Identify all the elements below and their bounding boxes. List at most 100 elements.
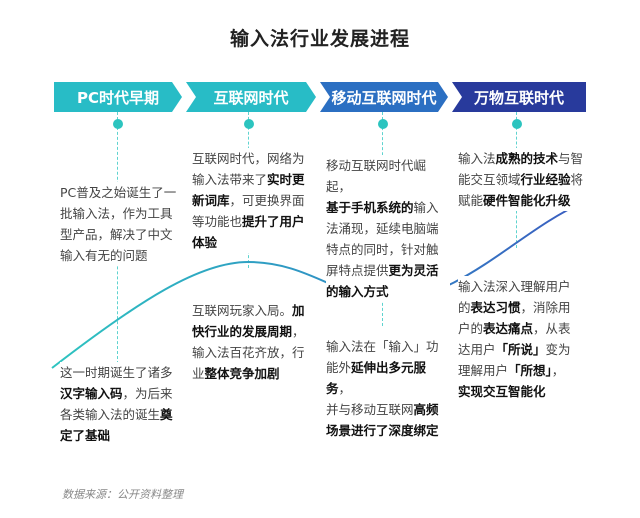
emphasis-text: 奠 bbox=[160, 407, 173, 422]
text-line: PC普及之始诞生了一 bbox=[60, 182, 186, 203]
internet-bottom-text: 互联网玩家入局。加快行业的发展周期，输入法百花齐放，行业整体竞争加剧 bbox=[192, 300, 318, 384]
emphasis-text: 体验 bbox=[192, 235, 218, 250]
text-line: 输入法百花齐放，行 bbox=[192, 342, 318, 363]
body-text: ， bbox=[551, 363, 565, 378]
body-text: ， bbox=[338, 381, 352, 396]
text-line: 能外延伸出多元服务， bbox=[326, 357, 450, 399]
text-line: 特点的同时，针对触 bbox=[326, 239, 450, 260]
body-text: ，可更换界面 bbox=[229, 193, 305, 208]
body-text: 型产品，解决了中文 bbox=[60, 227, 173, 242]
emphasis-text: 加 bbox=[292, 303, 305, 318]
text-line: 输入法深入理解用户 bbox=[458, 276, 588, 297]
era-band-internet: 互联网时代 bbox=[186, 82, 316, 112]
text-line: 业整体竞争加剧 bbox=[192, 363, 318, 384]
body-text: 变为 bbox=[545, 342, 571, 357]
body-text: 并与移动互联网 bbox=[326, 402, 414, 417]
emphasis-text: 表达痛点 bbox=[483, 321, 534, 336]
emphasis-text: 「所说」 bbox=[495, 342, 546, 357]
body-text: 理解用户 bbox=[458, 363, 509, 378]
emphasis-text: 场景进行了深度绑定 bbox=[326, 423, 439, 438]
emphasis-text: 提升了用户 bbox=[242, 214, 305, 229]
text-line: 基于手机系统的输入 bbox=[326, 197, 450, 218]
text-line: 互联网时代，网络为 bbox=[192, 148, 318, 169]
era-dot-mobile bbox=[378, 119, 388, 129]
emphasis-text: 实现交互智能化 bbox=[458, 384, 546, 399]
emphasis-text: 汉字输入码 bbox=[60, 386, 123, 401]
text-line: 实现交互智能化 bbox=[458, 381, 588, 402]
body-text: 输入法深入理解用户 bbox=[458, 279, 571, 294]
body-text: 屏特点提供 bbox=[326, 263, 389, 278]
text-line: 体验 bbox=[192, 232, 318, 253]
era-dot-internet bbox=[244, 119, 254, 129]
era-band-pc: PC时代早期 bbox=[54, 82, 182, 112]
text-line: 新词库，可更换界面 bbox=[192, 190, 318, 211]
text-line: 汉字输入码，为后来 bbox=[60, 383, 186, 404]
body-text: 输入法 bbox=[458, 151, 496, 166]
iot-bottom-text: 输入法深入理解用户的表达习惯，消除用户的表达痛点，从表达用户「所说」变为理解用户… bbox=[458, 276, 588, 402]
internet-top-text: 互联网时代，网络为输入法带来了实时更新词库，可更换界面等功能也提升了用户体验 bbox=[192, 148, 318, 253]
era-label-internet: 互联网时代 bbox=[213, 88, 289, 107]
text-line: 能交互领域行业经验将 bbox=[458, 169, 588, 190]
emphasis-text: 整体竞争加剧 bbox=[204, 366, 280, 381]
era-band-iot: 万物互联时代 bbox=[452, 82, 586, 112]
body-text: 等功能也 bbox=[192, 214, 243, 229]
text-line: 输入有无的问题 bbox=[60, 245, 186, 266]
era-dot-pc bbox=[113, 119, 123, 129]
body-text: 各类输入法的诞生 bbox=[60, 407, 161, 422]
body-text: ，从表 bbox=[533, 321, 571, 336]
text-line: 等功能也提升了用户 bbox=[192, 211, 318, 232]
era-label-iot: 万物互联时代 bbox=[473, 88, 564, 107]
body-text: 户的 bbox=[458, 321, 484, 336]
body-text: 批输入法，作为工具 bbox=[60, 206, 173, 221]
emphasis-text: 定了基础 bbox=[60, 428, 111, 443]
body-text: 这一时期诞生了诸多 bbox=[60, 365, 173, 380]
text-line: 并与移动互联网高频 bbox=[326, 399, 450, 420]
text-line: 的输入方式 bbox=[326, 281, 450, 302]
text-line: 这一时期诞生了诸多 bbox=[60, 362, 186, 383]
emphasis-text: 行业经验 bbox=[520, 172, 571, 187]
emphasis-text: 成熟的技术 bbox=[495, 151, 559, 166]
text-line: 移动互联网时代崛起， bbox=[326, 155, 450, 197]
text-line: 各类输入法的诞生奠 bbox=[60, 404, 186, 425]
era-band-mobile: 移动互联网时代 bbox=[320, 82, 448, 112]
emphasis-text: 硬件智能化升级 bbox=[483, 193, 571, 208]
body-text: 互联网玩家入局。 bbox=[192, 303, 293, 318]
body-text: 与智 bbox=[558, 151, 584, 166]
text-line: 达用户「所说」变为 bbox=[458, 339, 588, 360]
text-line: 理解用户「所想」， bbox=[458, 360, 588, 381]
body-text: ， bbox=[292, 324, 305, 339]
emphasis-text: 表达习惯 bbox=[470, 300, 521, 315]
text-line: 赋能硬件智能化升级 bbox=[458, 190, 588, 211]
body-text: 的 bbox=[458, 300, 471, 315]
emphasis-text: 实时更 bbox=[267, 172, 305, 187]
pc-bottom-text: 这一时期诞生了诸多汉字输入码，为后来各类输入法的诞生奠定了基础 bbox=[60, 362, 186, 446]
era-label-pc: PC时代早期 bbox=[76, 88, 159, 107]
mobile-bottom-text: 输入法在「输入」功能外延伸出多元服务，并与移动互联网高频场景进行了深度绑定 bbox=[326, 336, 450, 441]
emphasis-text: 快行业的发展周期 bbox=[192, 324, 293, 339]
body-text: 能交互领域 bbox=[458, 172, 521, 187]
body-text: 将 bbox=[570, 172, 584, 187]
text-line: 批输入法，作为工具 bbox=[60, 203, 186, 224]
text-line: 互联网玩家入局。加 bbox=[192, 300, 318, 321]
body-text: 能外 bbox=[326, 360, 352, 375]
iot-top-text: 输入法成熟的技术与智能交互领域行业经验将赋能硬件智能化升级 bbox=[458, 148, 588, 211]
text-line: 的表达习惯，消除用 bbox=[458, 297, 588, 318]
text-line: 型产品，解决了中文 bbox=[60, 224, 186, 245]
body-text: ，为后来 bbox=[122, 386, 173, 401]
pc-top-text: PC普及之始诞生了一批输入法，作为工具型产品，解决了中文输入有无的问题 bbox=[60, 182, 186, 266]
text-line: 户的表达痛点，从表 bbox=[458, 318, 588, 339]
body-text: 赋能 bbox=[458, 193, 484, 208]
body-text: 输入法百花齐放，行 bbox=[192, 345, 305, 360]
emphasis-text: 新词库 bbox=[192, 193, 230, 208]
body-text: 业 bbox=[192, 366, 205, 381]
body-text: 输入法在「输入」功 bbox=[326, 339, 439, 354]
body-text: 移动互联网时代崛起， bbox=[326, 158, 427, 194]
body-text: 输入法带来了 bbox=[192, 172, 268, 187]
text-line: 输入法在「输入」功 bbox=[326, 336, 450, 357]
body-text: 输入 bbox=[413, 200, 439, 215]
emphasis-text: 高频 bbox=[413, 402, 439, 417]
data-source-note: 数据来源：公开资料整理 bbox=[62, 488, 183, 501]
text-line: 定了基础 bbox=[60, 425, 186, 446]
era-label-mobile: 移动互联网时代 bbox=[331, 88, 437, 107]
